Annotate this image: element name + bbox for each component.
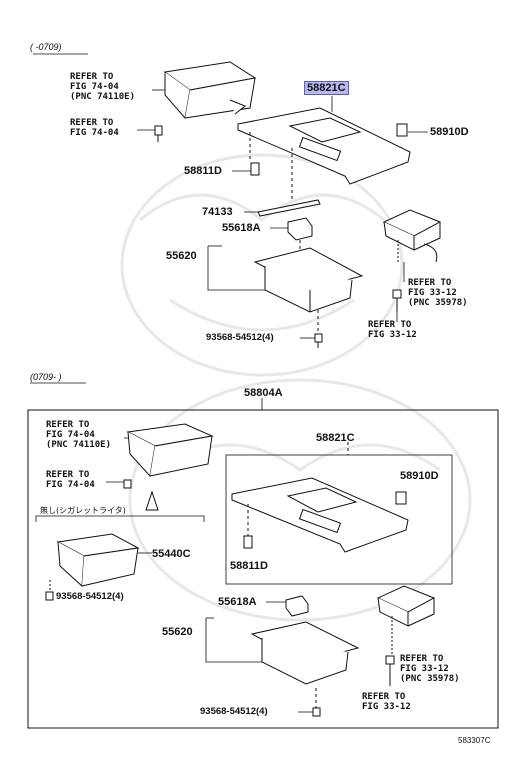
part-55620-top[interactable]: 55620 (166, 250, 197, 262)
part-93568-54512-top[interactable]: 93568-54512(4) (206, 332, 274, 343)
console-bezel-bottom (231, 477, 409, 553)
subassembly-frame (225, 454, 453, 585)
refer-fig33-12-bottom[interactable]: REFER TO FIG 33-12 (362, 692, 411, 712)
refer-fig74-04-pnc-bottom[interactable]: REFER TO FIG 74-04 (PNC 74110E) (46, 420, 112, 450)
period-label-bottom: (0709- ) (30, 372, 62, 382)
part-58821C-top[interactable]: 58821C (304, 81, 349, 95)
watermark-emblem (120, 153, 472, 622)
part-55618A-top[interactable]: 55618A (222, 222, 261, 234)
shifter-bracket-bottom (376, 585, 436, 627)
period-label-top: ( -0709) (30, 42, 62, 52)
part-55620-bottom[interactable]: 55620 (162, 626, 193, 638)
refer-fig33-12-pnc-bottom[interactable]: REFER TO FIG 33-12 (PNC 35978) (400, 654, 460, 684)
ashtray-unit-bottom (126, 423, 214, 478)
bolt-icon (385, 655, 395, 686)
bolt-icon (392, 289, 402, 312)
without-cigarette-lighter-note: 無し(シガレットライタ) (40, 506, 126, 515)
part-58910D-bottom[interactable]: 58910D (400, 470, 439, 482)
screw-icon (123, 479, 132, 489)
part-74133[interactable]: 74133 (202, 206, 233, 218)
refer-fig74-04-bottom[interactable]: REFER TO FIG 74-04 (46, 470, 95, 490)
part-58811D-top[interactable]: 58811D (184, 165, 222, 177)
part-93568-54512-inset[interactable]: 93568-54512(4) (56, 591, 124, 602)
clip-icon (243, 535, 253, 549)
part-58804A[interactable]: 58804A (244, 387, 283, 399)
part-55618A-bottom[interactable]: 55618A (218, 596, 257, 608)
part-number-highlight[interactable]: 58821C (304, 81, 349, 95)
figure-number: 583307C (458, 736, 491, 745)
shifter-bracket-top (382, 209, 442, 263)
clip-icon (396, 123, 408, 137)
screw-icon (312, 707, 321, 717)
refer-fig33-12-pnc-top[interactable]: REFER TO FIG 33-12 (PNC 35978) (408, 278, 468, 308)
console-bezel-top (237, 107, 411, 185)
inset-bracket (35, 515, 205, 522)
screw-icon (45, 591, 54, 601)
assembly-frame (27, 409, 499, 729)
screw-icon (154, 125, 163, 142)
part-58811D-bottom[interactable]: 58811D (230, 560, 268, 572)
ashtray-unit-top (163, 61, 257, 120)
storage-box-top (253, 247, 364, 313)
trim-strip (257, 199, 321, 217)
screw-icon (314, 333, 323, 348)
clip-icon (250, 162, 260, 176)
clip-55618A-bottom (285, 595, 309, 617)
clip-icon (395, 491, 407, 505)
part-58910D-top[interactable]: 58910D (430, 126, 469, 138)
part-93568-54512-bottom[interactable]: 93568-54512(4) (200, 706, 268, 717)
storage-box-bottom (250, 621, 360, 685)
refer-fig74-04-pnc-top[interactable]: REFER TO FIG 74-04 (PNC 74110E) (70, 72, 136, 102)
tray-55440C (56, 533, 140, 588)
refer-fig33-12-top[interactable]: REFER TO FIG 33-12 (368, 320, 417, 340)
clip-55618A-top (287, 217, 313, 241)
refer-fig74-04-top[interactable]: REFER TO FIG 74-04 (70, 118, 119, 138)
part-58821C-bottom[interactable]: 58821C (316, 432, 355, 444)
arrow-icon (145, 490, 159, 511)
part-55440C[interactable]: 55440C (152, 548, 191, 560)
